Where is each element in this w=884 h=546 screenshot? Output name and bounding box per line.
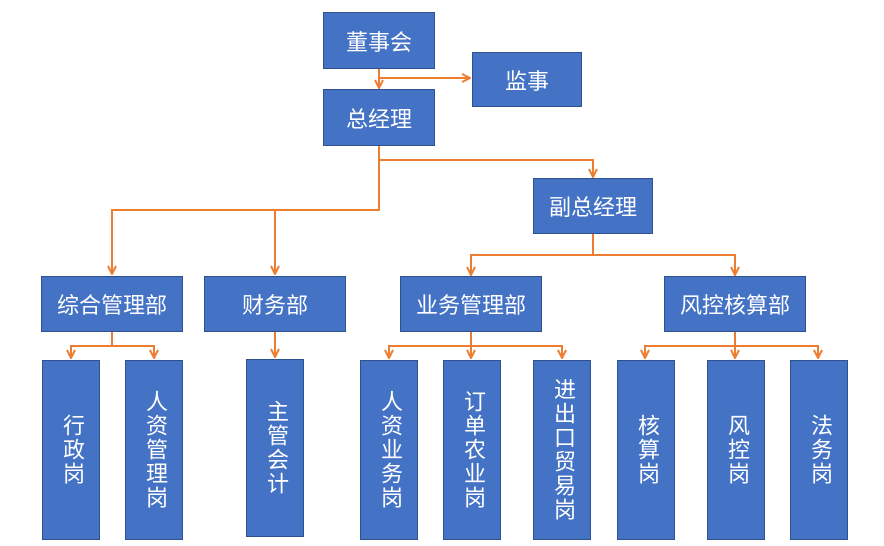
node-hr-post: 人资管理岗 [125, 360, 183, 540]
node-risk-control-post: 风控岗 [707, 360, 765, 540]
node-order-agri-post: 订单农业岗 [443, 360, 501, 540]
connector-admin-posts [71, 332, 113, 358]
node-admin-post: 行政岗 [42, 360, 100, 540]
node-deputy-general-manager: 副总经理 [533, 178, 653, 234]
node-import-export-post: 进出口贸易岗 [533, 360, 591, 540]
node-business-dept: 业务管理部 [400, 276, 542, 332]
connector-gm-admin [112, 160, 380, 274]
node-legal-post: 法务岗 [790, 360, 848, 540]
node-board: 董事会 [323, 12, 435, 69]
node-admin-dept: 综合管理部 [41, 276, 183, 332]
node-chief-accountant: 主管会计 [246, 359, 304, 537]
node-risk-dept: 风控核算部 [664, 276, 806, 332]
node-supervisor: 监事 [472, 52, 582, 107]
connector-deputy-business [471, 233, 594, 275]
node-hr-business-post: 人资业务岗 [360, 360, 418, 540]
connector-deputy-risk [593, 254, 735, 275]
connector-gm-deputy [378, 146, 593, 177]
node-accounting-post: 核算岗 [617, 360, 675, 540]
node-general-manager: 总经理 [323, 89, 435, 146]
node-finance-dept: 财务部 [204, 276, 346, 332]
